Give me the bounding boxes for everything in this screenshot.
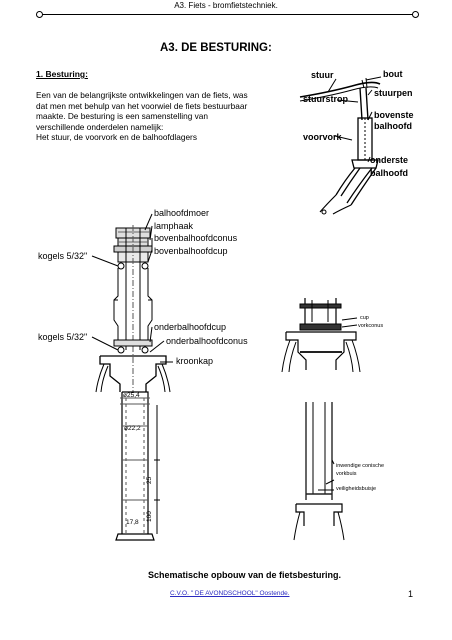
body-paragraph: Een van de belangrijkste ontwikkelingen … [36,90,294,143]
rule-end-right [412,11,419,18]
label-bovenste: bovenste [374,110,414,120]
label-onderste: onderste [370,155,408,165]
label-onderbalhoofdcup: onderbalhoofdcup [154,322,226,332]
dim-bottom-diameter: 17,8 [126,519,139,526]
dim-inner-diameter: ø22,2 [124,425,141,432]
label-balhoofd-bottom: balhoofd [370,168,408,178]
label-vorkbuis: vorkbuis [336,471,357,477]
body-line: verschillende onderdelen namelijk: [36,121,164,132]
page-number: 1 [408,589,414,599]
figure-caption: Schematische opbouw van de fietsbesturin… [148,570,341,580]
label-cup: cup [360,315,369,321]
label-stuur: stuur [311,70,334,80]
label-kogels-bottom: kogels 5/32" [38,332,87,342]
body-line: Het stuur, de voorvork en de balhoofdlag… [36,132,197,143]
dim-length-small: 25 [146,476,153,484]
page-title: A3. DE BESTURING: [160,42,272,54]
fork-steerer-diagram [293,402,345,541]
steering-overview-diagram [299,76,382,215]
label-balhoofd-top: balhoofd [374,121,412,131]
steerer-tube-dimensions-diagram [115,391,160,541]
label-bout: bout [383,69,403,79]
body-line: maakte. De besturing is een samenstellin… [36,111,209,122]
label-bovenbalhoofdconus: bovenbalhoofdconus [154,233,238,243]
footer-link[interactable]: C.V.O. " DE AVONDSCHOOL" Oostende. [170,590,290,597]
label-onderbalhoofdconus: onderbalhoofdconus [166,336,248,346]
dim-length-large: 100 [146,511,153,522]
running-header: A3. Fiets - bromfietstechniek. [174,1,278,10]
headset-section-diagram [91,213,173,393]
section-heading: 1. Besturing: [36,69,88,79]
cup-cone-diagram [281,298,361,373]
header-rule [40,14,416,15]
label-balhoofdmoer: balhoofdmoer [154,208,209,218]
rule-end-left [36,11,43,18]
label-voorvork: voorvork [303,132,343,142]
label-stuurpen: stuurpen [374,88,413,98]
label-kroonkap: kroonkap [176,356,213,366]
body-line: dat men met behulp van het voorwiel de f… [36,100,248,111]
label-stuurstrop: stuurstrop [303,94,349,104]
label-vorkconus: vorkconus [358,323,383,329]
label-inwendige-conische: inwendige conische [336,463,384,469]
dim-outer-diameter: ø25,4 [123,392,140,399]
label-bovenbalhoofdcup: bovenbalhoofdcup [154,246,228,256]
body-line: Een van de belangrijkste ontwikkelingen … [36,90,248,100]
label-lamphaak: lamphaak [154,221,194,231]
label-veiligheidsbuisje: veiligheidsbuisje [336,486,376,492]
label-kogels-top: kogels 5/32" [38,251,87,261]
